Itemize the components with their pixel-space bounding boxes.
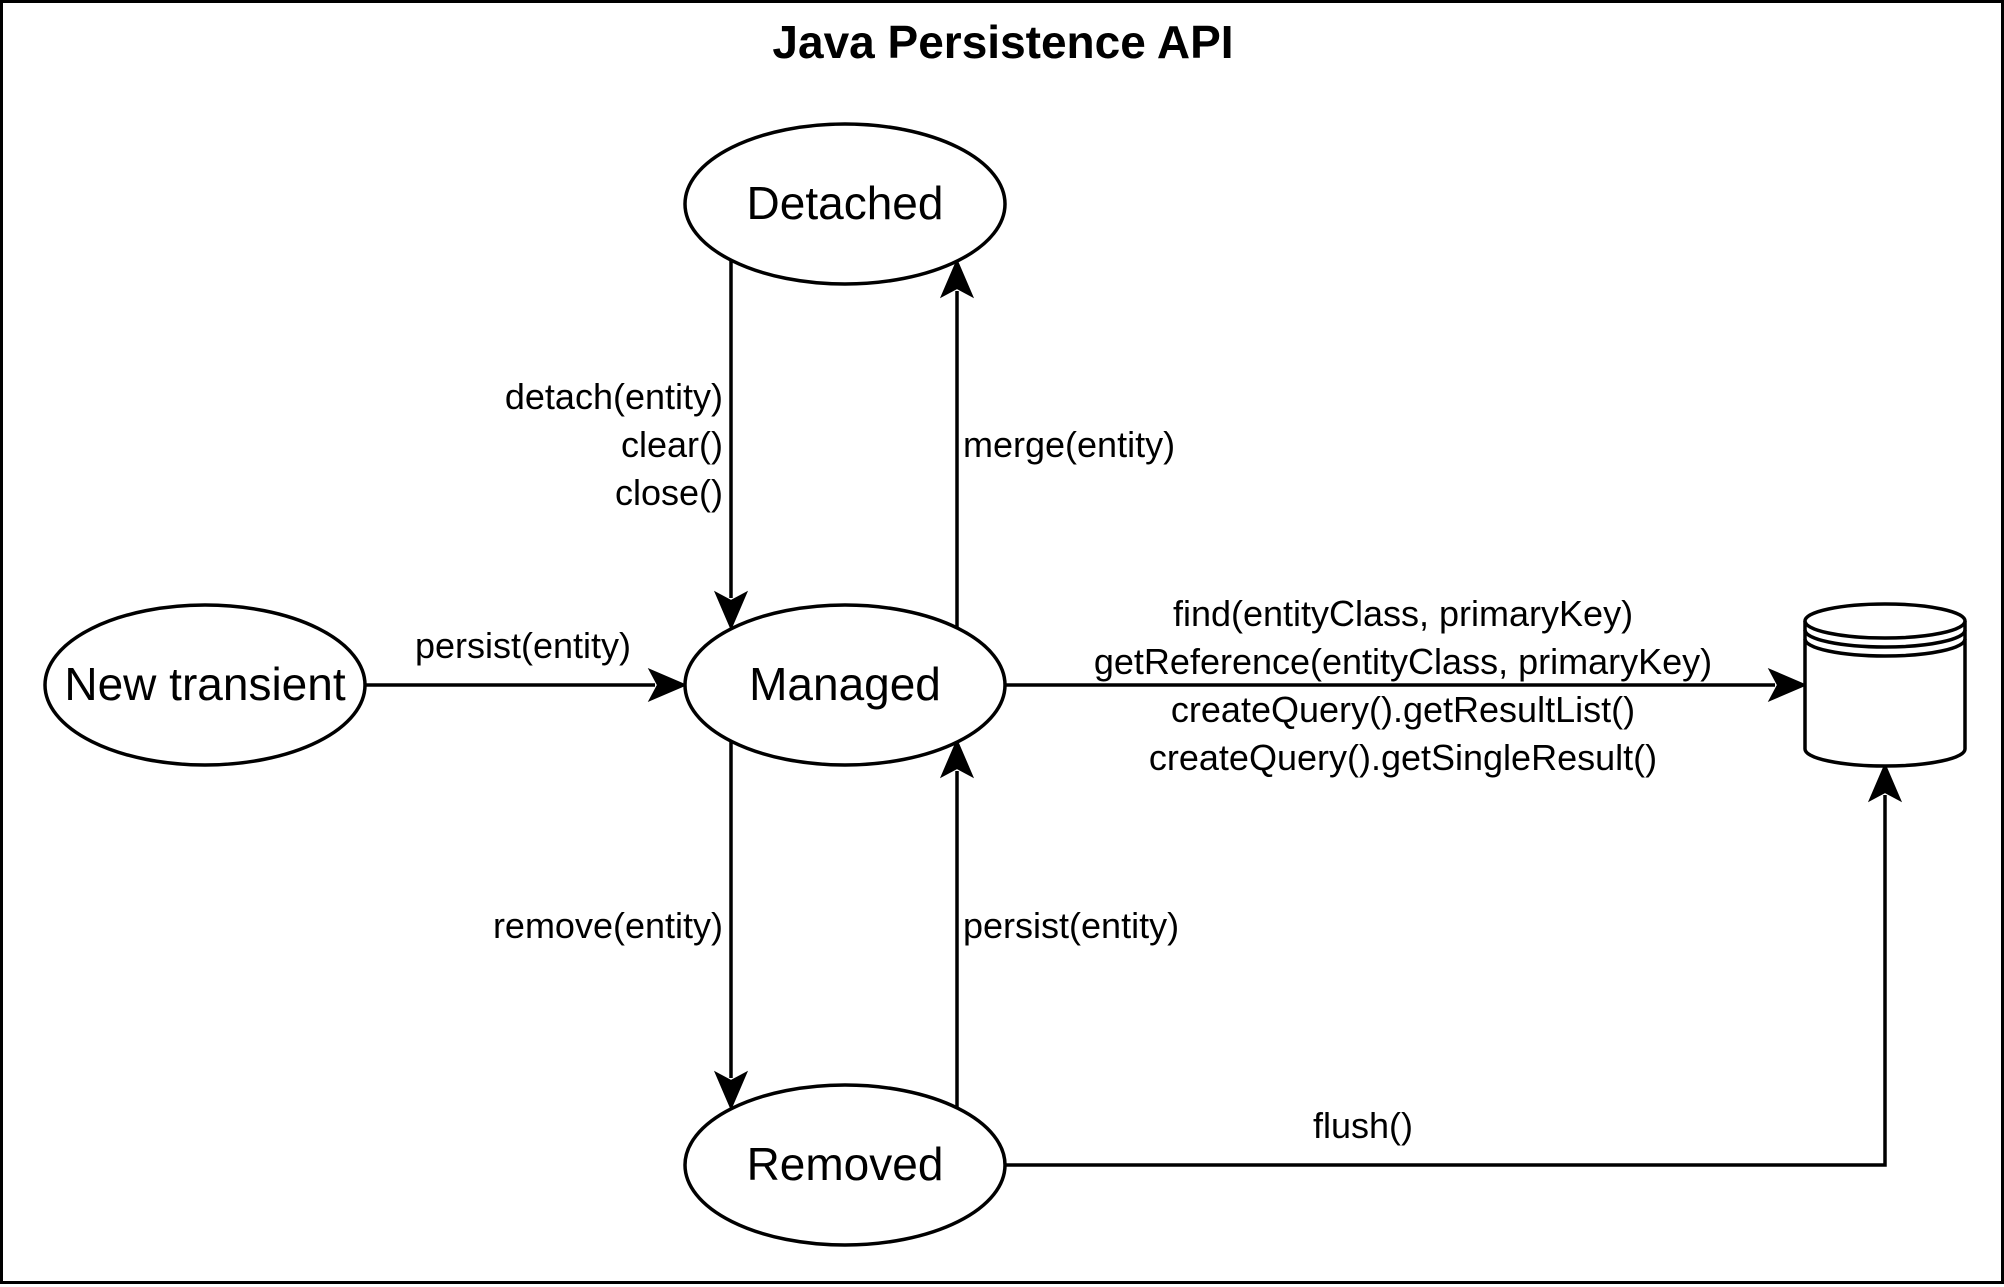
edge-label-get-result-list: createQuery().getResultList()	[1171, 689, 1635, 730]
node-detached-label: Detached	[747, 177, 944, 229]
edge-label-persist-new: persist(entity)	[415, 625, 631, 666]
node-managed-shape	[683, 603, 1007, 767]
database-ring-1	[1803, 629, 1967, 649]
edge-label-merge: merge(entity)	[963, 424, 1175, 465]
node-removed-shape	[683, 1083, 1007, 1247]
edge-query-arrowhead	[1767, 667, 1808, 703]
diagram-title: Java Persistence API	[772, 16, 1233, 68]
edge-label-get-single-result: createQuery().getSingleResult()	[1149, 737, 1657, 778]
edge-label-persist-removed: persist(entity)	[963, 905, 1179, 946]
edge-label-detach-entity: detach(entity)	[505, 376, 723, 417]
node-detached: Detached	[683, 122, 1007, 286]
database-icon	[1803, 602, 1967, 768]
diagram-svg: Java Persistence API Detached New transi…	[43, 16, 1967, 1247]
node-managed: Managed	[683, 603, 1007, 767]
database-ring-2	[1803, 638, 1967, 658]
edge-label-find: find(entityClass, primaryKey)	[1173, 593, 1633, 634]
edge-label-close: close()	[615, 472, 723, 513]
edge-merge-arrowhead	[939, 258, 975, 299]
edge-detach-arrowhead	[713, 590, 749, 631]
node-managed-label: Managed	[749, 658, 941, 710]
node-new-transient-label: New transient	[64, 658, 345, 710]
database-body	[1803, 621, 1967, 768]
node-removed: Removed	[683, 1083, 1007, 1247]
edge-flush-arrowhead	[1867, 762, 1903, 803]
edge-label-clear: clear()	[621, 424, 723, 465]
edge-persist-removed-arrowhead	[939, 738, 975, 779]
edge-label-remove: remove(entity)	[493, 905, 723, 946]
database-top	[1803, 602, 1967, 640]
edge-label-flush: flush()	[1313, 1105, 1413, 1146]
node-new-transient: New transient	[43, 603, 367, 767]
edge-label-get-reference: getReference(entityClass, primaryKey)	[1094, 641, 1712, 682]
edge-flush-line	[1005, 795, 1887, 1167]
node-new-transient-shape	[43, 603, 367, 767]
node-detached-shape	[683, 122, 1007, 286]
edge-remove-arrowhead	[713, 1070, 749, 1111]
edge-persist-new-arrowhead	[647, 667, 688, 703]
node-removed-label: Removed	[747, 1138, 944, 1190]
